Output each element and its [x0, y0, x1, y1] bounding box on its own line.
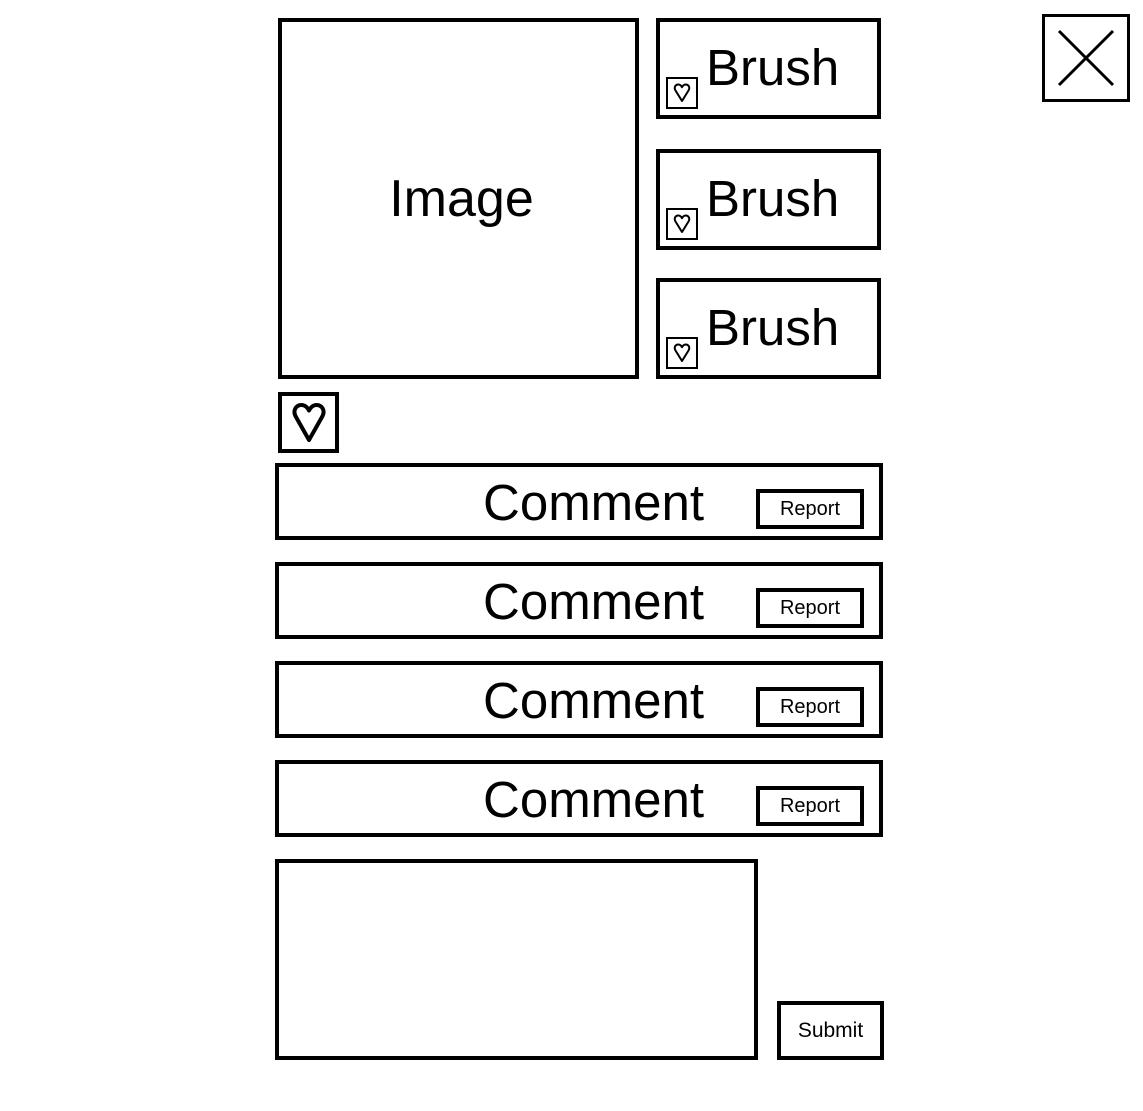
brush-card[interactable]: Brush: [656, 278, 881, 379]
main-image: Image: [278, 18, 639, 379]
image-label: Image: [389, 169, 534, 228]
brush-card[interactable]: Brush: [656, 18, 881, 119]
report-button[interactable]: Report: [756, 588, 864, 628]
comment-text: Comment: [483, 474, 705, 531]
comment-row: Comment Report: [275, 562, 883, 639]
brush-label: Brush: [706, 39, 840, 96]
brush-favorite-button[interactable]: [666, 77, 698, 109]
heart-icon: [673, 343, 691, 362]
brush-card[interactable]: Brush: [656, 149, 881, 250]
close-icon: [1057, 29, 1115, 87]
heart-icon: [291, 402, 326, 442]
report-button[interactable]: Report: [756, 786, 864, 826]
comment-text: Comment: [483, 771, 705, 828]
comment-row: Comment Report: [275, 760, 883, 837]
comment-row: Comment Report: [275, 661, 883, 738]
comment-text: Comment: [483, 573, 705, 630]
comment-row: Comment Report: [275, 463, 883, 540]
comment-input[interactable]: [275, 859, 758, 1060]
brush-label: Brush: [706, 170, 840, 227]
like-button[interactable]: [278, 392, 339, 453]
comment-text: Comment: [483, 672, 705, 729]
heart-icon: [673, 214, 691, 233]
report-button[interactable]: Report: [756, 687, 864, 727]
brush-favorite-button[interactable]: [666, 208, 698, 240]
brush-label: Brush: [706, 299, 840, 356]
submit-button[interactable]: Submit: [777, 1001, 884, 1060]
brush-favorite-button[interactable]: [666, 337, 698, 369]
heart-icon: [673, 83, 691, 102]
close-button[interactable]: [1042, 14, 1130, 102]
report-button[interactable]: Report: [756, 489, 864, 529]
